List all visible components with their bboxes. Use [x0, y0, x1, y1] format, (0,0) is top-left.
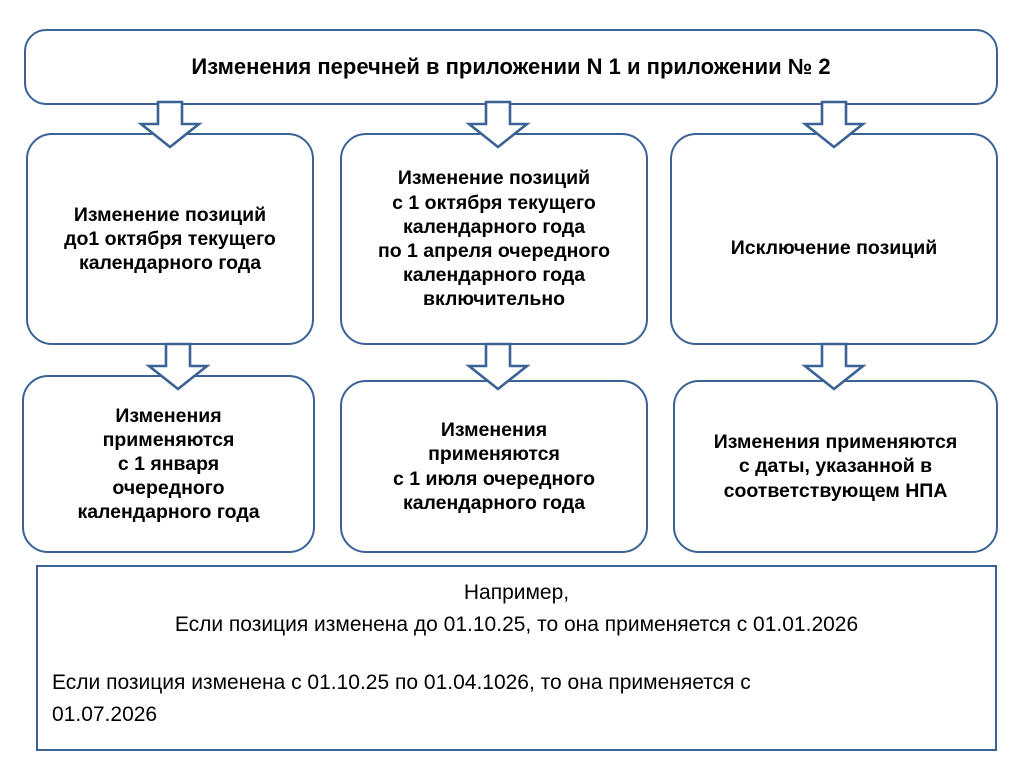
example-line-2: Если позиция изменена с 01.10.25 по 01.0…: [52, 670, 751, 694]
example-heading: Например,: [463, 581, 570, 604]
flowchart-title-box: Изменения перечней в приложении N 1 и пр…: [24, 29, 998, 105]
page-title: Изменения перечней в приложении N 1 и пр…: [191, 54, 831, 80]
example-panel: Например, Если позиция изменена до 01.10…: [36, 565, 997, 751]
example-line-3: 01.07.2026: [52, 702, 158, 726]
example-line-1: Если позиция изменена до 01.10.25, то он…: [174, 612, 859, 636]
example-spacer: [52, 641, 981, 667]
condition-node-right-label: Исключение позиций: [730, 236, 938, 259]
condition-node-right: Исключение позиций: [670, 133, 998, 345]
